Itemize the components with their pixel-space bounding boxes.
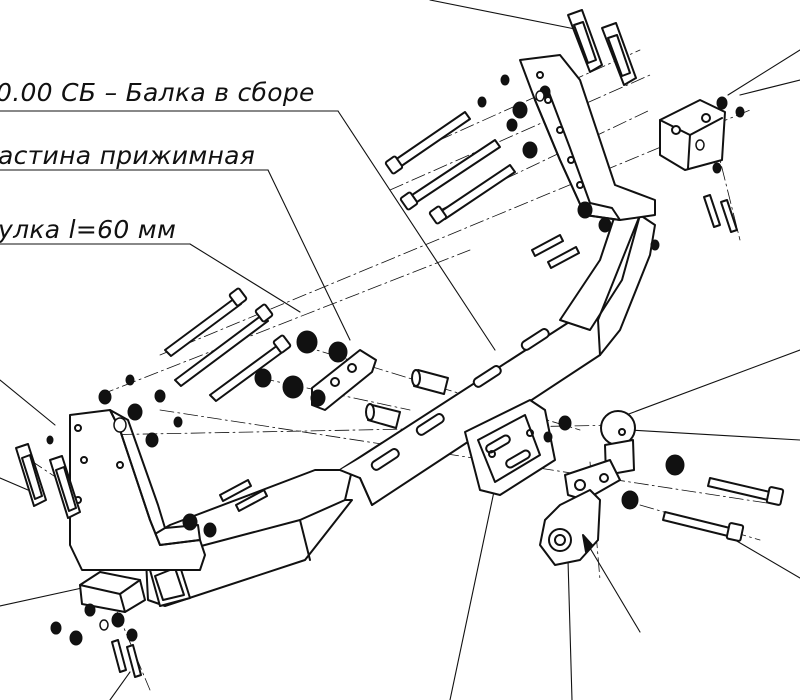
- bolt-group-ball: [662, 477, 785, 542]
- small-bolts: [111, 194, 738, 678]
- clamp-plate: [311, 349, 377, 411]
- nuts-and-washers: [46, 74, 745, 646]
- flat-brackets-left: [15, 443, 81, 519]
- cross-beam: [144, 214, 656, 607]
- washer-rings: [99, 90, 705, 631]
- callout-beam-assembly: 0.00 СБ – Балка в сборе: [0, 78, 315, 107]
- clamp-block-left: [79, 571, 146, 613]
- bushings: [365, 369, 449, 429]
- flat-brackets-top: [567, 9, 637, 86]
- clamp-block-right: [659, 99, 726, 171]
- callout-clamp-plate: астина прижимная: [0, 141, 256, 170]
- tow-ball-assembly: [539, 410, 636, 566]
- hitch-mount-plate: [464, 399, 556, 496]
- bolt-group-left: [164, 287, 292, 402]
- callout-bushing: улка l=60 мм: [0, 215, 177, 244]
- bolt-group-right: [384, 111, 580, 269]
